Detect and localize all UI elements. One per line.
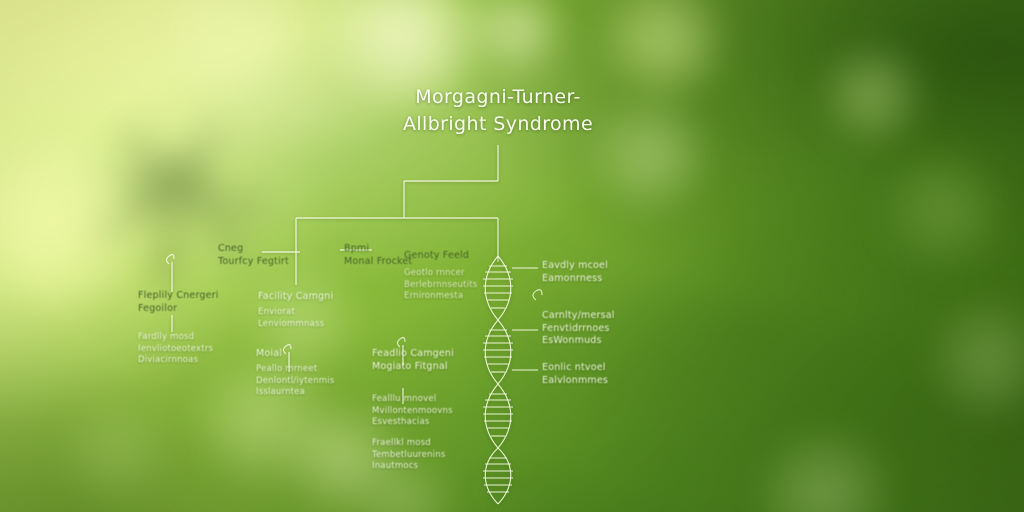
- page-title: Morgagni-Turner- Allbright Syndrome: [402, 86, 594, 135]
- helix-callout-label: Carnlty/mersal Fenvtidrrnoes EsWonmuds: [542, 310, 615, 346]
- node-label-sub: Fealllu mnovel Mvillontenmoovns Esvestha…: [372, 394, 453, 427]
- helix-callout-label: Eonlic ntvoel Ealvlonmmes: [542, 362, 609, 386]
- node-label-head: Facility Camgni: [258, 291, 334, 302]
- dna-double-helix: [483, 255, 513, 505]
- node-label-head: Bpmi Monal Frocket: [344, 243, 413, 267]
- node-label-head: Cneg Tourfcy Fegtirt: [218, 243, 289, 267]
- helix-callout-label: Eavdly mcoel Eamonrness: [542, 260, 608, 284]
- node-label-sub: Geotlo rnncer Berlebrnnseutits Ernironme…: [404, 268, 478, 301]
- node-label-sub: Peallo mrneet Denlontl/iytenmis Isslaurn…: [256, 364, 335, 397]
- node-label-sub: Fardlly mosd Ienvliotoeotextrs Diviacirn…: [138, 332, 214, 365]
- node-label-sub: Enviorat Lenviommnass: [258, 307, 325, 329]
- node-label-head: Feadlio Camgeni Mogiato Fitgnal: [372, 348, 454, 372]
- node-label-head: Moial: [256, 348, 283, 359]
- node-label-sub: Fraellkl mosd Tembetluurenins Inautmocs: [372, 438, 446, 471]
- node-label-head: Fleplily Cnergeri Fegoilor: [138, 290, 219, 314]
- node-label-head: Genoty Feeld: [404, 250, 470, 261]
